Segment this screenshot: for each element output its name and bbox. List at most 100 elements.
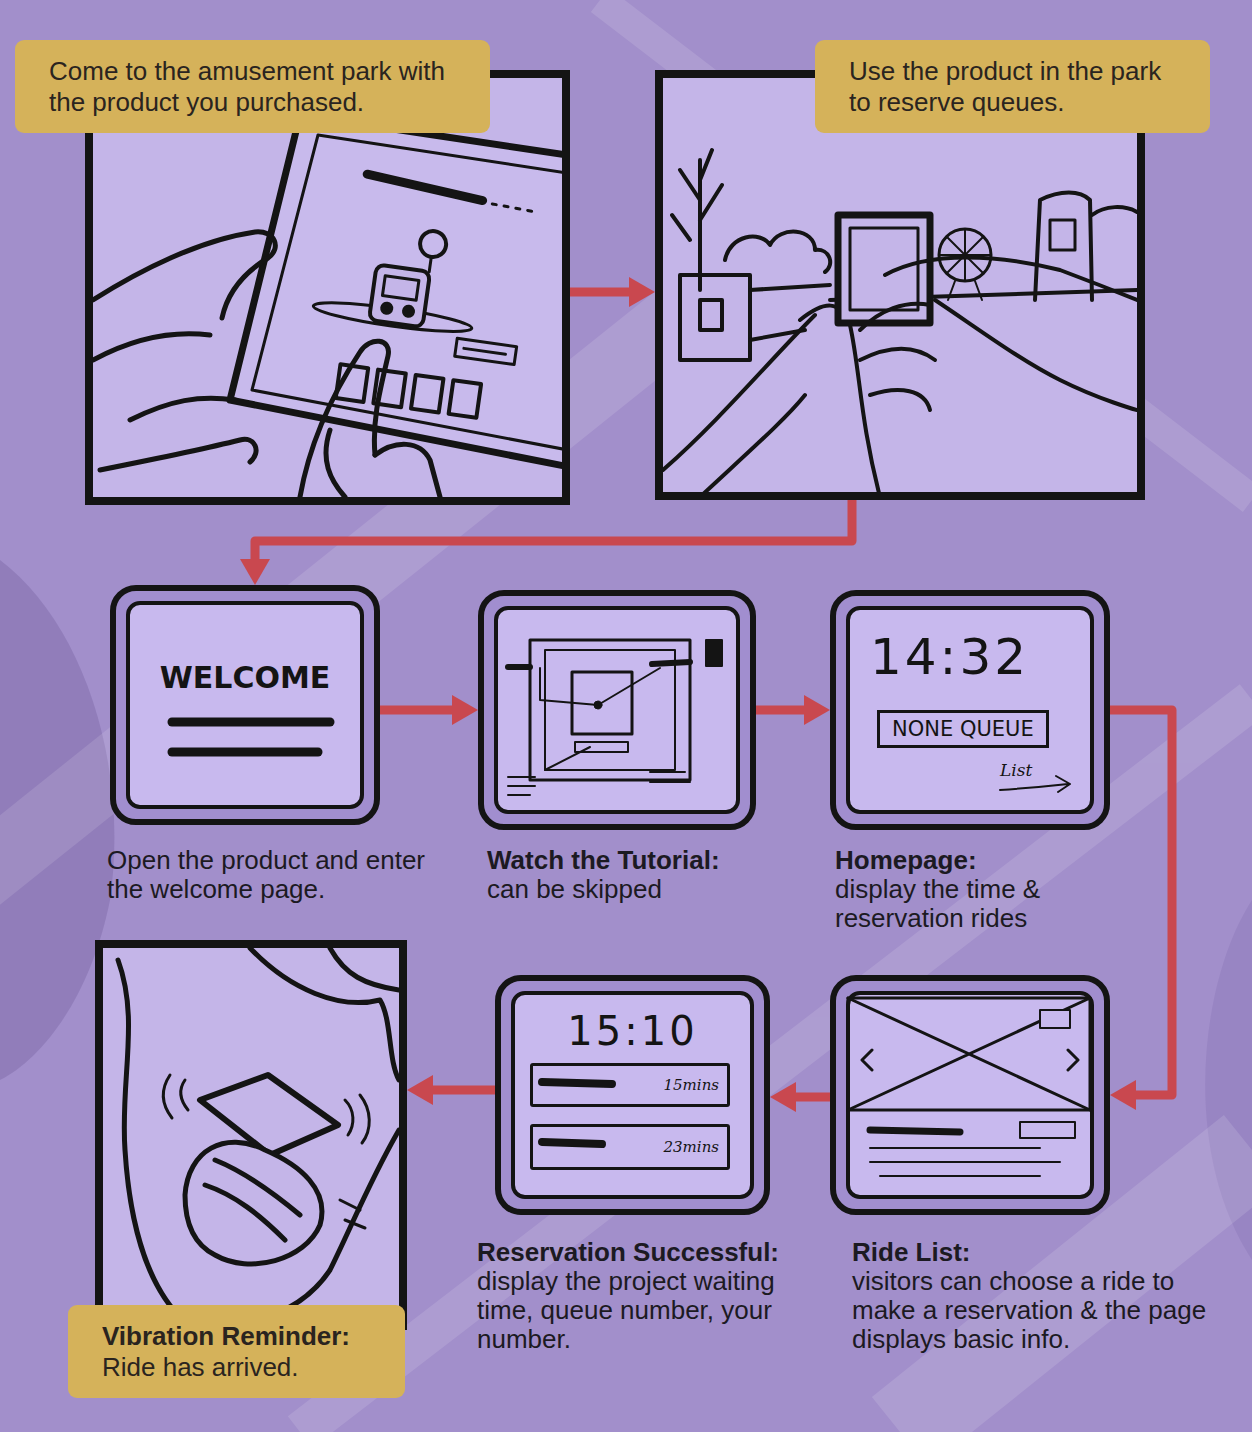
panel-sketch <box>301 169 540 422</box>
device-frame <box>496 608 738 812</box>
panel-sketch <box>1035 193 1137 301</box>
screen-sketch <box>545 747 590 770</box>
screen-sketch <box>848 998 1090 1110</box>
panel-fill <box>655 70 1145 500</box>
panel-fill <box>95 940 407 1330</box>
arrow-line <box>1110 710 1172 1095</box>
panel-sketch <box>935 300 1137 410</box>
panel-sketch <box>939 229 991 300</box>
arrow-head <box>770 1082 796 1112</box>
screen-sketch <box>1020 1122 1075 1138</box>
node-text: can be skipped <box>487 875 787 904</box>
panel-sketch <box>205 1160 300 1240</box>
panel-sketch <box>663 150 1137 492</box>
device-frame <box>513 993 752 1197</box>
queue-status-box: NONE QUEUE <box>877 710 1049 748</box>
screen-sketch <box>862 1050 1078 1070</box>
node-text: List <box>1000 760 1070 780</box>
node-text: NONE QUEUE <box>892 716 1034 742</box>
device-screen: WELCOMEOpen the product and enter the we… <box>110 585 380 825</box>
flow-arrow <box>407 1075 495 1105</box>
panel-sketch <box>130 398 235 420</box>
arrow-head <box>804 695 830 725</box>
screen-sketch <box>172 748 318 757</box>
arrow-head <box>1110 1080 1136 1110</box>
panel-sketch <box>250 948 399 1080</box>
panel-sketch <box>750 285 830 340</box>
panel-sketch <box>330 948 399 990</box>
queue-entry-bar: 15mins <box>530 1063 730 1107</box>
device-screen: 15:10Reservation Successful:display the … <box>495 975 770 1215</box>
story-panel: Vibration Reminder:Ride has arrived. <box>95 940 407 1330</box>
panel-sketch <box>345 1095 369 1143</box>
arrow-head <box>452 695 478 725</box>
panel-sketch <box>252 135 562 450</box>
panel-sketch <box>300 341 388 497</box>
panel-sketch <box>700 300 722 330</box>
panel-sketch <box>118 948 399 1322</box>
queue-entry-bar: 23mins <box>530 1124 730 1170</box>
panel-sketch <box>455 338 517 364</box>
panel-fill <box>85 70 1145 1330</box>
device-frame <box>128 603 362 807</box>
node-text: Use the product in the park to reserve q… <box>849 56 1190 118</box>
panel-sketch <box>418 229 447 258</box>
panel-sketch <box>1050 220 1075 250</box>
step-caption: Watch the Tutorial:can be skipped <box>487 846 787 904</box>
panel-sketch <box>429 257 431 272</box>
node-text: Watch the Tutorial: <box>487 846 787 875</box>
step-caption: Homepage:display the time & reservation … <box>835 846 1115 933</box>
screen-sketch <box>1040 1010 1070 1028</box>
node-text: visitors can choose a ride to make a res… <box>852 1267 1224 1354</box>
panel-sketch <box>800 306 880 492</box>
screen-sketch <box>542 1082 612 1084</box>
arrow-line <box>255 500 852 563</box>
device-screen: Watch the Tutorial:can be skipped <box>478 590 756 830</box>
callout-box: Use the product in the park to reserve q… <box>815 40 1210 133</box>
story-panel: Come to the amusement park with the prod… <box>85 70 570 505</box>
device-screen: Ride List:visitors can choose a ride to … <box>830 975 1110 1215</box>
step-caption: Open the product and enter the welcome p… <box>107 846 442 904</box>
flow-arrow <box>770 1082 830 1112</box>
node-text: Ride List: <box>852 1238 1224 1267</box>
screen-sketch <box>650 772 690 782</box>
node-text: WELCOME <box>132 660 358 696</box>
flow-arrow <box>380 695 478 725</box>
panel-sketch <box>449 380 481 418</box>
panel-sketch <box>860 304 935 410</box>
screen-title: WELCOME <box>132 660 358 696</box>
node-text: 14:32 <box>870 628 1080 686</box>
panel-sketch <box>326 430 345 497</box>
flow-arrow <box>570 277 655 307</box>
screen-sketch <box>706 640 722 666</box>
node-text: display the time & reservation rides <box>835 875 1115 933</box>
panel-sketch <box>725 232 830 272</box>
panel-sketch <box>663 315 815 470</box>
panel-sketch <box>375 444 440 497</box>
story-panel: Use the product in the park to reserve q… <box>655 70 1145 500</box>
node-text: Reservation Successful: <box>477 1238 832 1267</box>
panel-sketch <box>340 1200 365 1228</box>
flow-arrow <box>1110 710 1172 1110</box>
clock-text: 14:32 <box>870 628 1080 686</box>
callout-box: Come to the amusement park with the prod… <box>15 40 490 133</box>
panel-sketch <box>100 439 256 470</box>
device-frame <box>848 993 1092 1197</box>
screen-sketch <box>848 998 1090 1110</box>
list-link: List <box>1000 760 1070 780</box>
panel-sketch <box>850 228 918 310</box>
panel-sketch <box>93 115 562 497</box>
arrow-head <box>629 277 655 307</box>
panel-sketch <box>163 1075 188 1118</box>
arrow-line <box>570 288 633 297</box>
step-caption: Reservation Successful:display the proje… <box>477 1238 832 1354</box>
panel-sketch <box>93 232 275 318</box>
node-text: Homepage: <box>835 846 1115 875</box>
panel-sketch <box>492 204 539 213</box>
panel-sketch <box>838 215 930 323</box>
arrow-line <box>792 1093 830 1102</box>
